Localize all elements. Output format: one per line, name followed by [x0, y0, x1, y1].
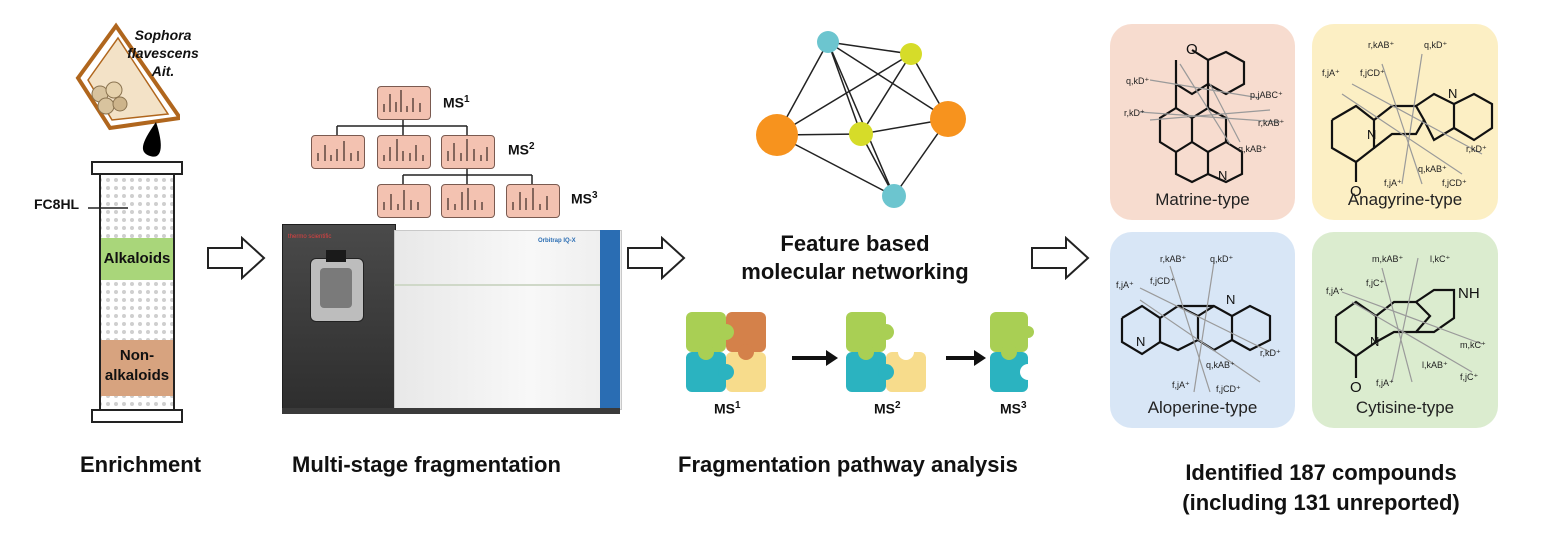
- svg-text:p,jABC⁺: p,jABC⁺: [1250, 90, 1283, 100]
- cytisine-oxygen: O: [1350, 379, 1362, 396]
- svg-text:l,kAB⁺: l,kAB⁺: [1422, 360, 1448, 370]
- molecular-network-graph: [756, 31, 966, 208]
- puzzle-ms3: [990, 312, 1034, 392]
- svg-text:f,jA⁺: f,jA⁺: [1376, 378, 1394, 388]
- matrine-structure: O N q,kD⁺ p,jABC⁺ r,kD⁺ r,kAB⁺ q,kAB⁺: [1124, 41, 1285, 184]
- pathway-caption: Fragmentation pathway analysis: [678, 452, 1018, 477]
- ms2-label: MS2: [508, 141, 535, 158]
- aloperine-panel: N N r,kAB⁺ q,kD⁺ f,jA⁺ f,jCD⁺ q,kAB⁺ r,k…: [1110, 232, 1295, 428]
- cytisine-nitrogen: N: [1370, 334, 1379, 349]
- ms1-label: MS1: [443, 94, 470, 111]
- svg-text:f,jCD⁺: f,jCD⁺: [1216, 384, 1241, 394]
- species-name-line1: Sophora: [134, 27, 192, 43]
- resin-label: FC8HL: [34, 196, 80, 212]
- stage-arrow-2: [627, 236, 686, 280]
- species-name-line2: flavescens Ait.: [127, 45, 199, 79]
- ms2-spectrum-1: [311, 135, 365, 169]
- puzzle-ms1: [686, 312, 766, 392]
- anagyrine-structure: O N N r,kAB⁺ q,kD⁺ f,jA⁺ f,jCD⁺ q,kAB⁺ r…: [1322, 40, 1494, 200]
- svg-text:f,jA⁺: f,jA⁺: [1322, 68, 1340, 78]
- ms1-spectrum: [377, 86, 431, 120]
- svg-text:r,kD⁺: r,kD⁺: [1466, 144, 1487, 154]
- networking-title-line1: Feature based: [780, 231, 930, 256]
- svg-text:f,jC⁺: f,jC⁺: [1460, 372, 1479, 382]
- network-node: [930, 101, 966, 137]
- network-node: [882, 184, 906, 208]
- enrichment-caption: Enrichment: [80, 452, 202, 477]
- svg-text:q,kD⁺: q,kD⁺: [1210, 254, 1234, 264]
- aloperine-nitrogen-1: N: [1136, 334, 1145, 349]
- svg-text:f,jC⁺: f,jC⁺: [1366, 278, 1385, 288]
- network-node: [817, 31, 839, 53]
- svg-text:r,kAB⁺: r,kAB⁺: [1258, 118, 1285, 128]
- stage-arrow-1: [207, 236, 266, 280]
- svg-text:r,kAB⁺: r,kAB⁺: [1368, 40, 1395, 50]
- anagyrine-panel: O N N r,kAB⁺ q,kD⁺ f,jA⁺ f,jCD⁺ q,kAB⁺ r…: [1312, 24, 1498, 220]
- svg-text:f,jA⁺: f,jA⁺: [1116, 280, 1134, 290]
- matrine-oxygen: O: [1186, 41, 1198, 58]
- network-node: [900, 43, 922, 65]
- svg-text:q,kAB⁺: q,kAB⁺: [1206, 360, 1235, 370]
- cytisine-type-label: Cytisine-type: [1355, 398, 1455, 417]
- matrine-panel: O N q,kD⁺ p,jABC⁺ r,kD⁺ r,kAB⁺ q,kAB⁺ Ma…: [1110, 24, 1295, 220]
- networking-title-line2: molecular networking: [741, 259, 969, 284]
- svg-text:r,kD⁺: r,kD⁺: [1124, 108, 1145, 118]
- svg-text:l,kC⁺: l,kC⁺: [1430, 254, 1450, 264]
- alkaloids-label: Alkaloids: [103, 250, 171, 267]
- svg-text:r,kAB⁺: r,kAB⁺: [1160, 254, 1187, 264]
- ms2-spectrum-3: [441, 135, 495, 169]
- fragmentation-section: MS1 MS2 MS3 thermo scientific Orbitrap I…: [270, 0, 622, 480]
- compounds-caption-line2: (including 131 unreported): [1182, 490, 1460, 515]
- anagyrine-nitrogen-1: N: [1367, 127, 1376, 142]
- ms3-label: MS3: [571, 190, 598, 207]
- svg-text:m,kC⁺: m,kC⁺: [1460, 340, 1486, 350]
- puzzle-ms2: [846, 312, 926, 392]
- compounds-section: O N q,kD⁺ p,jABC⁺ r,kD⁺ r,kAB⁺ q,kAB⁺ Ma…: [1100, 0, 1542, 540]
- aloperine-nitrogen-2: N: [1226, 292, 1235, 307]
- svg-text:m,kAB⁺: m,kAB⁺: [1372, 254, 1404, 264]
- matrine-nitrogen: N: [1218, 168, 1227, 183]
- instrument-model: Orbitrap IQ-X: [538, 238, 576, 244]
- cytisine-nh: NH: [1458, 285, 1480, 302]
- network-node: [756, 114, 798, 156]
- network-node: [849, 122, 873, 146]
- enrichment-section: Sophora flavescens Ait. FC8HL Alkaloids …: [0, 0, 202, 480]
- herb-sample-illustration: [75, 22, 180, 157]
- svg-text:f,jCD⁺: f,jCD⁺: [1360, 68, 1385, 78]
- networking-section: Feature based molecular networking: [678, 0, 1034, 480]
- svg-text:q,kD⁺: q,kD⁺: [1126, 76, 1150, 86]
- ms2-spectrum-2: [377, 135, 431, 169]
- pathway-ms1-label: MS1: [714, 400, 741, 417]
- mass-spectrometer: thermo scientific Orbitrap IQ-X: [282, 224, 622, 414]
- svg-text:f,jCD⁺: f,jCD⁺: [1442, 178, 1467, 188]
- cytisine-panel: O N NH m,kAB⁺ l,kC⁺ f,jA⁺ f,jC⁺ m,kC⁺ l,…: [1312, 232, 1498, 428]
- aloperine-structure: N N r,kAB⁺ q,kD⁺ f,jA⁺ f,jCD⁺ q,kAB⁺ r,k…: [1116, 254, 1281, 394]
- svg-text:q,kAB⁺: q,kAB⁺: [1418, 164, 1447, 174]
- nonalkaloids-label-line1: Non-: [119, 347, 155, 364]
- svg-text:q,kD⁺: q,kD⁺: [1424, 40, 1448, 50]
- compounds-caption-line1: Identified 187 compounds: [1185, 460, 1457, 485]
- svg-text:r,kD⁺: r,kD⁺: [1260, 348, 1281, 358]
- instrument-brand: thermo scientific: [288, 234, 332, 240]
- pathway-ms3-label: MS3: [1000, 400, 1027, 417]
- cytisine-structure: O N NH m,kAB⁺ l,kC⁺ f,jA⁺ f,jC⁺ m,kC⁺ l,…: [1326, 254, 1486, 396]
- stage-arrow-3: [1031, 236, 1090, 280]
- aloperine-type-label: Aloperine-type: [1147, 398, 1258, 417]
- matrine-type-label: Matrine-type: [1155, 190, 1250, 209]
- fragmentation-caption: Multi-stage fragmentation: [292, 452, 561, 477]
- nonalkaloids-label-line2: alkaloids: [104, 367, 170, 384]
- svg-text:f,jA⁺: f,jA⁺: [1326, 286, 1344, 296]
- pathway-ms2-label: MS2: [874, 400, 901, 417]
- anagyrine-oxygen: O: [1350, 183, 1362, 200]
- svg-text:f,jCD⁺: f,jCD⁺: [1150, 276, 1175, 286]
- puzzle-pathway: [686, 312, 1034, 392]
- svg-text:q,kAB⁺: q,kAB⁺: [1238, 144, 1267, 154]
- svg-text:f,jA⁺: f,jA⁺: [1384, 178, 1402, 188]
- svg-text:f,jA⁺: f,jA⁺: [1172, 380, 1190, 390]
- spectrum-peaks: [317, 90, 548, 210]
- anagyrine-nitrogen-2: N: [1448, 86, 1457, 101]
- anagyrine-type-label: Anagyrine-type: [1347, 190, 1463, 209]
- enrichment-column: [88, 161, 183, 423]
